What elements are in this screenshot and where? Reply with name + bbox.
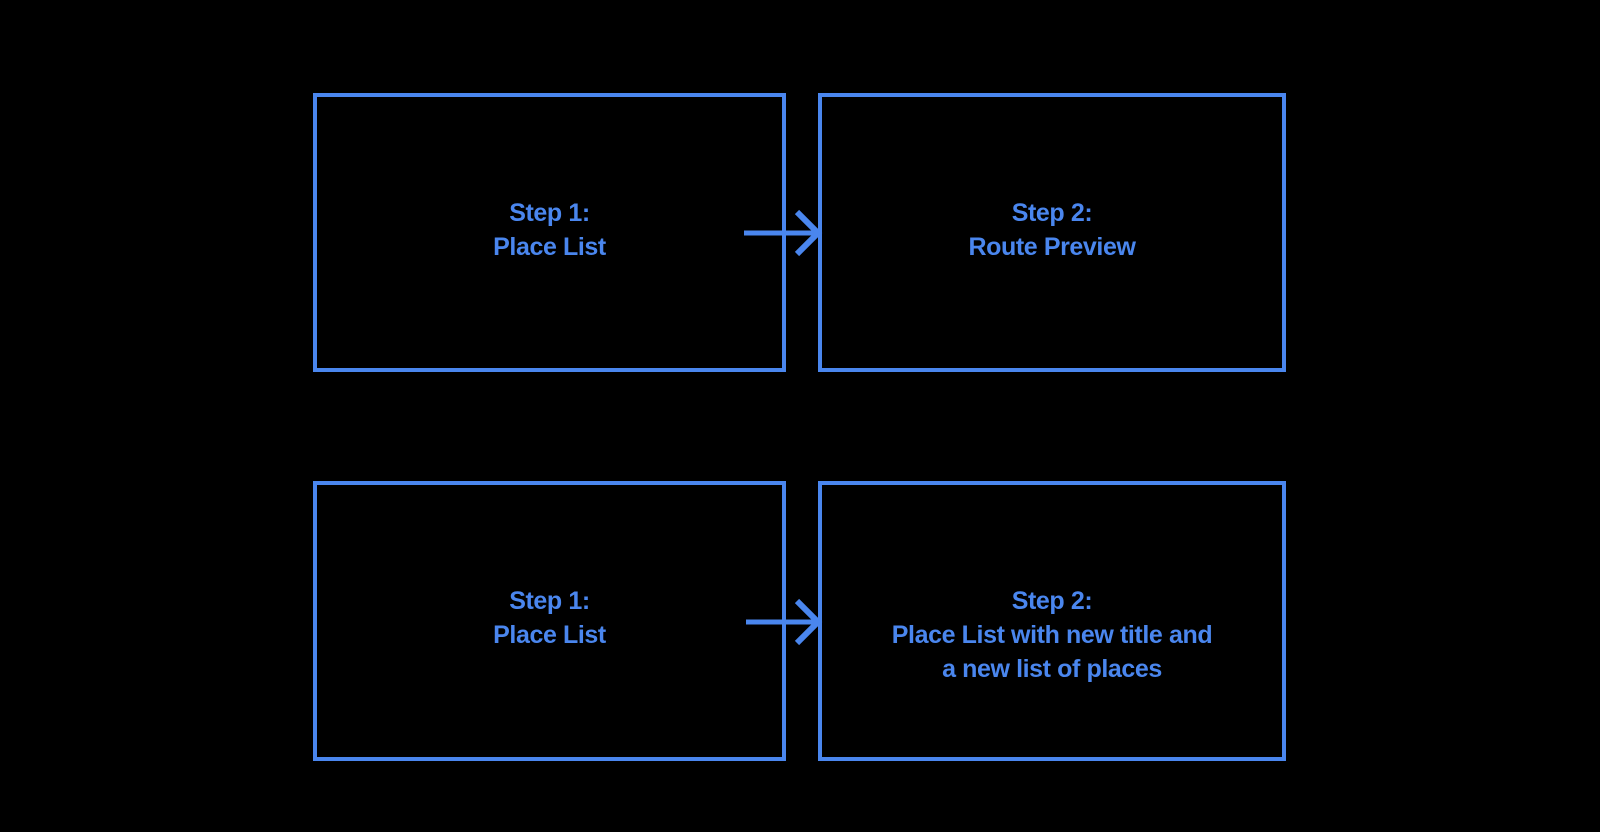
step-box-row2-source: Step 1: Place List <box>313 481 786 761</box>
step-title: Step 2: <box>1011 587 1093 615</box>
step-subtitle: Route Preview <box>968 233 1136 261</box>
step-subtitle: Place List <box>493 621 606 649</box>
step-box-label: Step 1: Place List <box>317 196 782 264</box>
step-title: Step 1: <box>509 199 590 227</box>
step-title: Step 2: <box>1011 199 1093 227</box>
step-box-label: Step 2: Place List with new title and a … <box>822 584 1282 686</box>
step-box-row1-target: Step 2: Route Preview <box>818 93 1286 372</box>
step-box-label: Step 2: Route Preview <box>822 196 1282 264</box>
step-box-row1-source: Step 1: Place List <box>313 93 786 372</box>
step-box-row2-target: Step 2: Place List with new title and a … <box>818 481 1286 761</box>
step-title: Step 1: <box>509 587 590 615</box>
step-subtitle: Place List with new title and <box>891 621 1213 649</box>
step-subtitle: Place List <box>493 233 606 261</box>
step-box-label: Step 1: Place List <box>317 584 782 652</box>
step-subtitle: a new list of places <box>942 655 1162 683</box>
